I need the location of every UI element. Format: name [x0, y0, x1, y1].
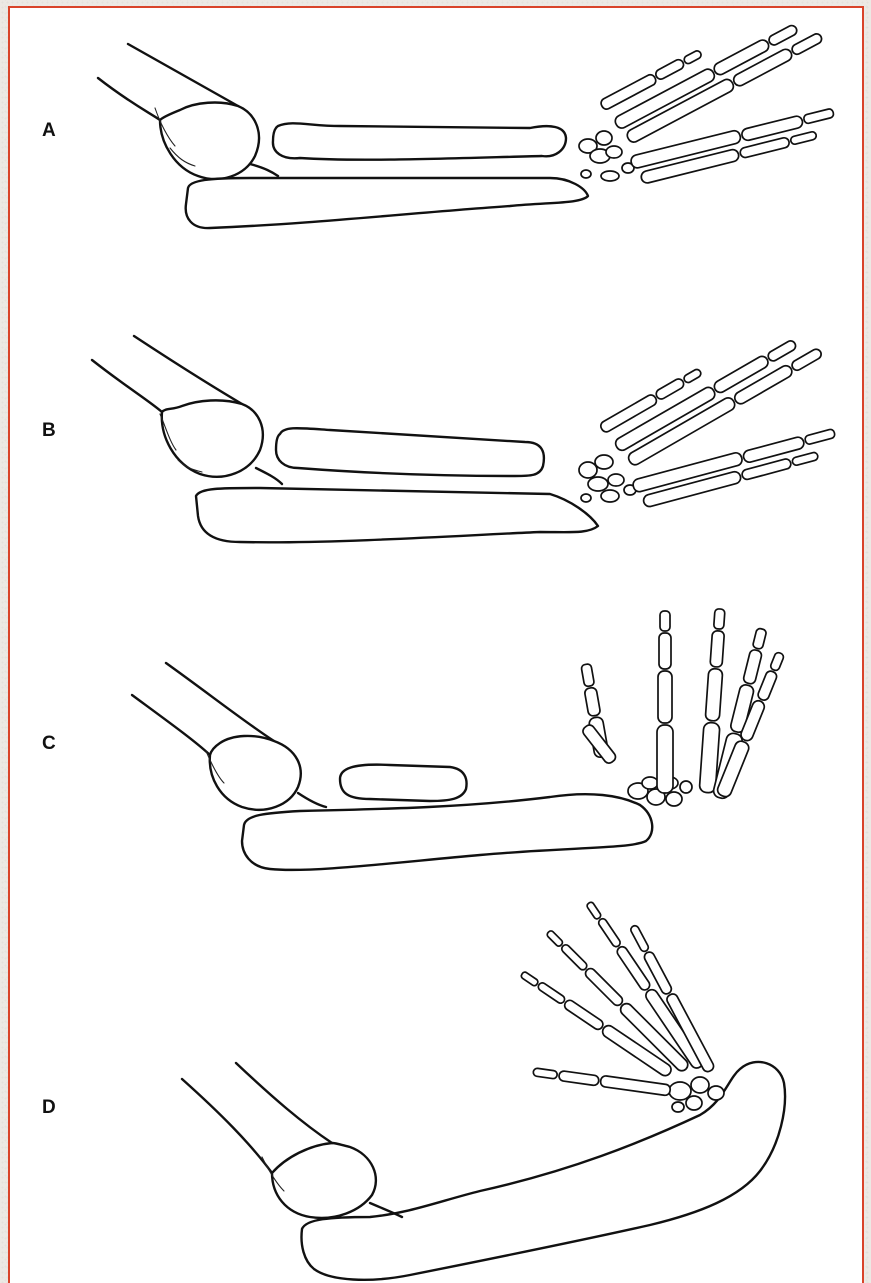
- carpals: [579, 455, 636, 502]
- digits: [579, 608, 787, 799]
- ulna: [242, 794, 652, 870]
- panel-d-illustration: [10, 883, 862, 1283]
- radius: [340, 765, 467, 801]
- panel-d: D: [10, 883, 862, 1283]
- panel-a-illustration: [10, 8, 862, 298]
- ulna: [186, 178, 588, 228]
- radius: [276, 428, 544, 476]
- humerus: [132, 695, 210, 755]
- humerus: [98, 78, 160, 120]
- panel-b: B: [10, 308, 862, 588]
- panel-a: A: [10, 8, 862, 298]
- humerus: [92, 360, 162, 412]
- figure-frame: A: [8, 6, 864, 1283]
- humerus-condyle: [162, 400, 263, 476]
- ulna: [196, 488, 598, 542]
- carpals: [579, 131, 634, 181]
- humerus-condyle: [210, 736, 301, 810]
- digits: [519, 899, 715, 1095]
- panel-b-illustration: [10, 308, 862, 588]
- panel-c-illustration: [10, 583, 862, 893]
- humerus-condyle: [160, 103, 259, 180]
- humerus-condyle: [272, 1143, 376, 1218]
- humerus: [182, 1079, 272, 1173]
- radius: [273, 123, 566, 159]
- panel-c: C: [10, 583, 862, 893]
